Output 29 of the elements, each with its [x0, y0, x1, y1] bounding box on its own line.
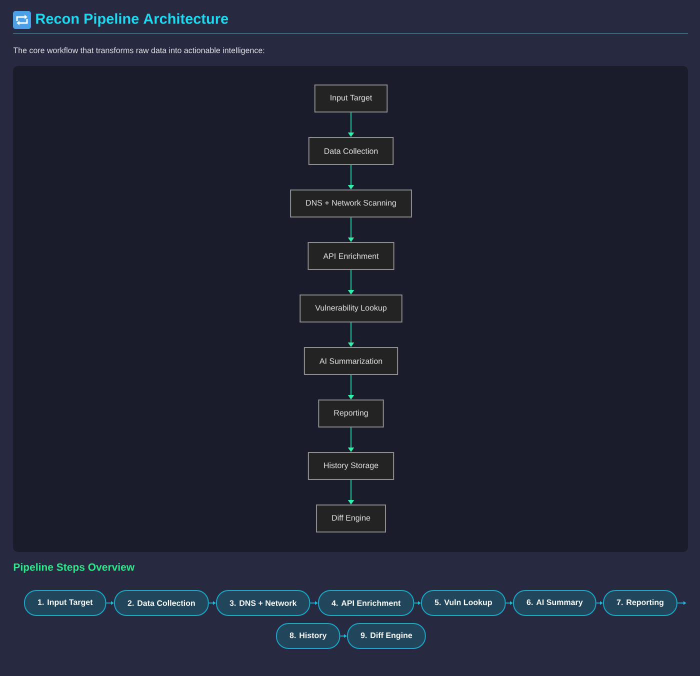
process-box: History Storage — [308, 452, 394, 480]
step-pill: 6. AI Summary — [513, 590, 596, 616]
step-pill: 4. API Enrichment — [318, 590, 414, 616]
step-pill: 9. Diff Engine — [347, 623, 426, 649]
process-box: AI Summarization — [304, 347, 398, 375]
connector-arrow — [310, 601, 318, 605]
process-box: Vulnerability Lookup — [300, 294, 402, 322]
step-pill: 1. Input Target — [24, 590, 106, 616]
process-box: DNS + Network Scanning — [290, 190, 412, 218]
connector-arrow — [676, 601, 686, 605]
step-pill: 5. Vuln Lookup — [421, 590, 506, 616]
process-box: Input Target — [314, 84, 388, 112]
section-heading: Pipeline Steps Overview — [14, 563, 135, 573]
subtitle: The core workflow that transforms raw data into actionable intelligence: — [13, 47, 264, 55]
connector-arrow — [208, 601, 216, 605]
step-pill: 7. Reporting — [603, 590, 678, 616]
connector-arrow — [106, 601, 114, 605]
step-pill: 2. Data Collection — [114, 590, 209, 616]
process-box: Diff Engine — [316, 504, 386, 532]
connector-arrow — [596, 601, 603, 605]
process-box: Reporting — [318, 400, 384, 428]
connector-arrow — [414, 601, 421, 605]
step-pill: 3. DNS + Network — [216, 590, 310, 616]
title: Recon Pipeline Architecture — [36, 13, 228, 27]
process-box: Data Collection — [308, 137, 394, 165]
connector-arrow — [505, 601, 513, 605]
connector-arrow — [340, 634, 347, 638]
step-pill: 8. History — [276, 623, 340, 649]
process-box: API Enrichment — [308, 242, 394, 270]
